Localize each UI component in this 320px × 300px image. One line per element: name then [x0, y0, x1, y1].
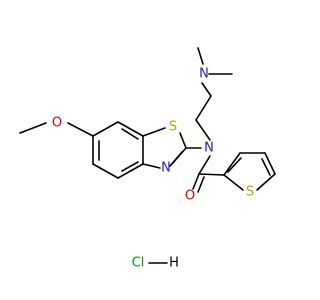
- bond-benzene-3: [117, 163, 144, 179]
- double-bond-thiophene-3: [261, 158, 271, 176]
- bond-s1-c2: [179, 132, 187, 149]
- double-bond-c-o: [197, 176, 205, 193]
- bond-n3-c: [142, 163, 161, 169]
- double-bond-benzene-c: [121, 128, 139, 140]
- bond-c-o: [192, 173, 200, 190]
- atom-o-carbonyl: O: [185, 189, 195, 204]
- atom-n-amine: N: [199, 67, 209, 82]
- bond-thiophene-3: [264, 152, 276, 175]
- bond-ch2-n: [201, 82, 212, 97]
- atom-s-benzothiazole: S: [169, 120, 177, 135]
- bond-n-methyl-up: [197, 47, 204, 65]
- bond-thiophene-5: [223, 174, 244, 191]
- atom-h: H: [169, 256, 179, 271]
- bond-thiophene-4: [256, 173, 276, 191]
- atom-n-amide: N: [204, 141, 214, 156]
- structure-canvas: O S N N N O S Cl H: [19, 47, 276, 271]
- bond-benzene-2: [92, 163, 119, 179]
- bond-benzene-6: [92, 121, 119, 137]
- bond-thiophene-1: [223, 152, 241, 176]
- atom-s-thiophene: S: [246, 185, 254, 200]
- double-bond-benzene-b: [121, 161, 139, 172]
- bond-c-s1: [142, 127, 166, 137]
- atom-cl: Cl: [132, 256, 145, 271]
- bond-c-thiophene: [198, 173, 225, 176]
- bond-methyl-o: [19, 122, 47, 134]
- atom-n-ring: N: [161, 161, 171, 176]
- bond-n-ch2: [195, 119, 211, 141]
- double-bond-c2-n3: [169, 151, 183, 167]
- bond-benzene-5: [117, 121, 144, 137]
- bond-n-carbonyl: [198, 155, 211, 175]
- double-bond-thiophene-1: [227, 157, 242, 173]
- molecule-drawing: O S N N N O S Cl H: [19, 47, 276, 271]
- atom-o-methoxy: O: [52, 116, 62, 131]
- bond-ch2-ch2: [195, 95, 212, 121]
- bond-o-aromatic: [67, 122, 94, 137]
